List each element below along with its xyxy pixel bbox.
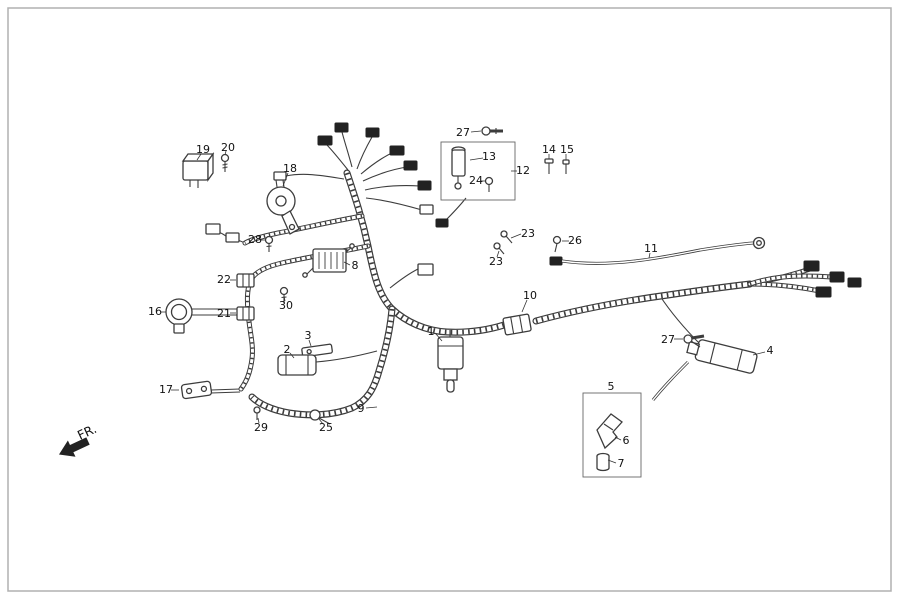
part-label-2: 2 bbox=[284, 343, 291, 356]
part-label-11: 11 bbox=[644, 242, 658, 255]
page-border bbox=[7, 7, 892, 592]
part-label-17: 17 bbox=[159, 383, 173, 396]
earth-wire-11 bbox=[549, 236, 766, 266]
leader-line-6 bbox=[614, 436, 622, 441]
leader-line-23 bbox=[510, 233, 522, 239]
part-label-23: 23 bbox=[521, 227, 535, 240]
fr-direction-arrow: FR. bbox=[58, 421, 99, 457]
leader-line-25 bbox=[318, 418, 324, 425]
part-label-10: 10 bbox=[523, 289, 537, 302]
part-label-1: 1 bbox=[428, 325, 435, 338]
clamp-25 bbox=[309, 409, 331, 425]
screw-29 bbox=[253, 406, 261, 420]
harness-branch-wires bbox=[192, 131, 701, 394]
leader-line-2 bbox=[289, 352, 295, 359]
leader-line-29 bbox=[257, 417, 260, 424]
part-label-16: 16 bbox=[148, 305, 162, 318]
leader-line-7 bbox=[607, 459, 617, 464]
part-label-19: 19 bbox=[196, 143, 210, 156]
cdi-unit-part bbox=[277, 354, 317, 376]
harness-connectors bbox=[205, 122, 862, 298]
part-label-22: 22 bbox=[217, 273, 231, 286]
part-label-23: 23 bbox=[489, 255, 503, 268]
part-label-7: 7 bbox=[618, 457, 625, 470]
leader-line-20 bbox=[224, 150, 227, 156]
switch-assembly-box-12 bbox=[440, 141, 516, 201]
screw-14 bbox=[544, 158, 554, 174]
leader-line-10 bbox=[521, 299, 528, 313]
ignition-coil-part bbox=[651, 339, 758, 401]
spark-plug-cap-box-5 bbox=[582, 392, 642, 478]
part-label-4: 4 bbox=[767, 344, 774, 357]
regulator-part bbox=[302, 243, 355, 278]
part-label-6: 6 bbox=[623, 434, 630, 447]
ignition-switch-part bbox=[437, 330, 464, 393]
connector-21 bbox=[236, 306, 255, 321]
connector-10 bbox=[502, 313, 532, 336]
leader-line-9 bbox=[365, 406, 378, 409]
screw-23b bbox=[493, 242, 505, 255]
clamp-16 bbox=[165, 298, 193, 334]
bolt-27-top bbox=[481, 126, 503, 136]
bracket-17 bbox=[180, 380, 213, 400]
leader-line-19 bbox=[196, 153, 202, 161]
part-label-27: 27 bbox=[456, 126, 470, 139]
fr-arrow-icon bbox=[58, 437, 90, 457]
part-label-20: 20 bbox=[221, 141, 235, 154]
part-label-15: 15 bbox=[560, 143, 574, 156]
part-label-25: 25 bbox=[319, 421, 333, 434]
bolt-20 bbox=[220, 153, 230, 172]
part-label-12: 12 bbox=[516, 164, 530, 177]
bolt-27-coil bbox=[683, 334, 705, 344]
leader-line-27 bbox=[470, 130, 482, 133]
leader-line-1 bbox=[435, 333, 443, 342]
leader-line-30 bbox=[283, 295, 286, 302]
leader-line-8 bbox=[343, 261, 351, 266]
part-label-13: 13 bbox=[482, 150, 496, 163]
horn-part bbox=[266, 179, 300, 235]
part-label-18: 18 bbox=[283, 162, 297, 175]
wiring-harness-artwork bbox=[192, 122, 862, 415]
part-label-24: 24 bbox=[469, 174, 483, 187]
fr-label: FR. bbox=[75, 421, 99, 443]
pin-15 bbox=[562, 159, 570, 174]
screw-23a bbox=[500, 230, 513, 244]
part-label-27: 27 bbox=[661, 333, 675, 346]
leader-line-4 bbox=[752, 351, 766, 356]
part-label-8: 8 bbox=[352, 259, 359, 272]
screw-28 bbox=[264, 235, 274, 252]
leader-line-3 bbox=[308, 339, 312, 347]
part-label-14: 14 bbox=[542, 143, 556, 156]
part-label-29: 29 bbox=[254, 421, 268, 434]
part-label-3: 3 bbox=[305, 329, 312, 342]
part-label-26: 26 bbox=[568, 234, 582, 247]
part-label-5: 5 bbox=[608, 380, 615, 393]
part-label-28: 28 bbox=[248, 233, 262, 246]
relay-part bbox=[181, 151, 215, 188]
connector-22 bbox=[236, 273, 255, 288]
leader-line-18 bbox=[282, 172, 289, 187]
leader-line-11 bbox=[648, 252, 651, 259]
part-label-9: 9 bbox=[358, 402, 365, 415]
leader-line-23 bbox=[496, 250, 500, 258]
part-label-30: 30 bbox=[279, 299, 293, 312]
bolt-26 bbox=[552, 235, 562, 253]
leader-line-13 bbox=[469, 157, 484, 161]
part-label-21: 21 bbox=[217, 307, 231, 320]
bracket-3 bbox=[301, 343, 333, 358]
